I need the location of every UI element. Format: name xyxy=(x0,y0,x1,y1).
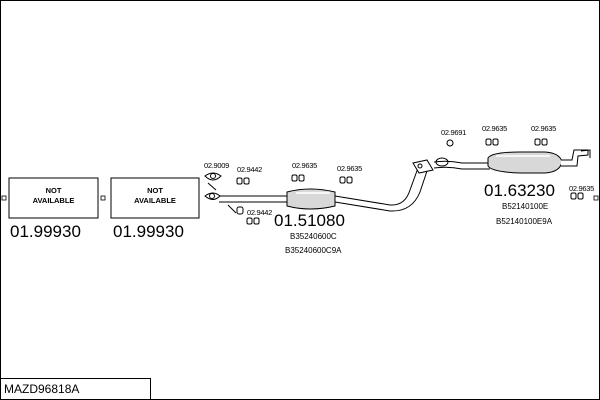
tail-pipe-tip xyxy=(580,149,591,158)
hanger-icon xyxy=(236,206,244,215)
front-hanger-lower[interactable] xyxy=(227,204,260,225)
hanger-icon xyxy=(243,177,250,185)
hanger-icon xyxy=(246,217,253,225)
hanger-bracket-icon xyxy=(227,204,237,214)
placeholder-box-1[interactable]: NOT AVAILABLE xyxy=(8,177,99,219)
rear-ring-marker xyxy=(446,139,454,147)
ring-marker-icon xyxy=(446,139,454,147)
muffler-icon xyxy=(487,151,563,174)
middle-hanger-right-part: 02.9635 xyxy=(337,164,362,173)
hanger-icon xyxy=(298,174,305,182)
placeholder-1-line2: AVAILABLE xyxy=(33,196,75,205)
front-hanger-lower-part: 02.9442 xyxy=(247,208,272,217)
reference-box: MAZD96818A xyxy=(0,378,151,400)
front-hanger-upper-part: 02.9442 xyxy=(237,165,262,174)
left-edge-connector xyxy=(1,195,7,201)
rear-muffler-assembly[interactable] xyxy=(433,149,591,174)
placeholder-2-line1: NOT xyxy=(147,186,163,195)
middle-section-oem-1: B35240600C xyxy=(290,232,337,241)
middle-hanger-right[interactable] xyxy=(339,176,353,184)
hanger-icon xyxy=(577,192,584,200)
hanger-icon xyxy=(541,138,548,146)
tail-pipe xyxy=(561,149,589,167)
gasket-upper-icon xyxy=(204,172,222,181)
rear-hanger-left[interactable] xyxy=(485,138,499,146)
middle-pipe-assembly[interactable] xyxy=(219,159,434,212)
gasket-upper-hole-icon xyxy=(210,173,216,179)
hanger-icon xyxy=(570,192,577,200)
hanger-icon xyxy=(534,138,541,146)
placeholder-2-number: 01.99930 xyxy=(113,222,184,241)
hanger-icon xyxy=(492,138,499,146)
middle-hanger-left[interactable] xyxy=(291,174,305,182)
rear-hanger-right[interactable] xyxy=(534,138,548,146)
resonator-icon xyxy=(286,188,336,210)
right-edge-connector xyxy=(593,195,599,201)
rear-section-oem-2: B52140100E9A xyxy=(496,217,553,226)
rear-tail-hanger-part: 02.9635 xyxy=(569,184,594,193)
rear-hanger-left-part: 02.9635 xyxy=(482,124,507,133)
front-hanger-upper[interactable] xyxy=(236,177,250,185)
placeholder-1-number: 01.99930 xyxy=(10,222,81,241)
reference-code: MAZD96818A xyxy=(4,382,79,396)
rear-ring-part: 02.9691 xyxy=(441,128,466,137)
hanger-icon xyxy=(346,176,353,184)
middle-pipe-flange xyxy=(412,159,434,174)
rear-tail-hanger[interactable] xyxy=(570,192,584,200)
front-flange-gasket[interactable] xyxy=(204,172,222,200)
rear-hanger-right-part: 02.9635 xyxy=(531,124,556,133)
placeholder-box-2[interactable]: NOT AVAILABLE xyxy=(110,177,200,219)
gasket-lower-hole-icon xyxy=(209,193,215,199)
front-gasket-part: 02.9009 xyxy=(204,161,229,170)
middle-section-number: 01.51080 xyxy=(274,211,345,230)
middle-hanger-left-part: 02.9635 xyxy=(292,161,317,170)
hanger-icon xyxy=(236,177,243,185)
placeholder-1-connector xyxy=(100,195,106,201)
middle-pipe-flange-hole xyxy=(417,163,423,169)
hanger-icon xyxy=(291,174,298,182)
rear-pipe-inlet xyxy=(433,160,490,170)
placeholder-2-line2: AVAILABLE xyxy=(134,196,176,205)
rear-section-oem-1: B52140100E xyxy=(502,202,548,211)
middle-pipe-front xyxy=(219,195,287,203)
rear-section-number: 01.63230 xyxy=(484,181,555,200)
hanger-icon xyxy=(485,138,492,146)
gasket-link-icon xyxy=(207,182,217,191)
hanger-icon xyxy=(253,217,260,225)
placeholder-1-line1: NOT xyxy=(46,186,62,195)
middle-section-oem-2: B35240600C9A xyxy=(285,246,342,255)
middle-pipe-rear xyxy=(334,167,429,212)
hanger-icon xyxy=(339,176,346,184)
